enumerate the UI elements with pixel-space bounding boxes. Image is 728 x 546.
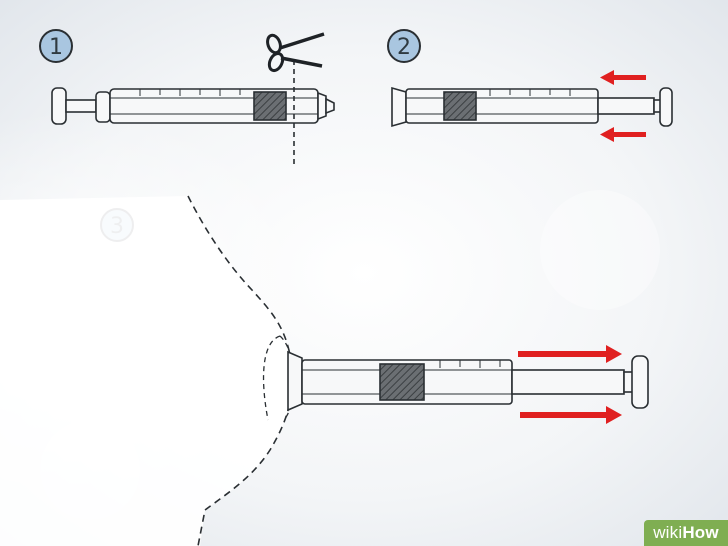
syringe-full: [51, 87, 335, 125]
red-arrow-right-icon: [520, 406, 622, 424]
step-2-group: 2: [387, 29, 673, 142]
syringe-on-nipple: [287, 350, 649, 412]
breast-outline: [0, 195, 295, 546]
watermark-prefix: wiki: [653, 523, 683, 542]
step-1-badge: 1: [39, 29, 73, 63]
step-3-group: 3: [0, 195, 649, 546]
scissors-icon: [266, 32, 325, 73]
watermark-suffix: How: [682, 523, 719, 542]
step-1-number: 1: [49, 35, 63, 60]
step-2-number: 2: [397, 35, 411, 60]
red-arrow-left-icon: [600, 127, 646, 142]
step-1-group: 1: [39, 29, 335, 165]
red-arrow-right-icon: [518, 345, 622, 363]
red-arrow-left-icon: [600, 70, 646, 85]
rubber-stopper: [253, 91, 287, 121]
syringe-cut-reversed: [391, 86, 673, 128]
step-2-badge: 2: [387, 29, 421, 63]
